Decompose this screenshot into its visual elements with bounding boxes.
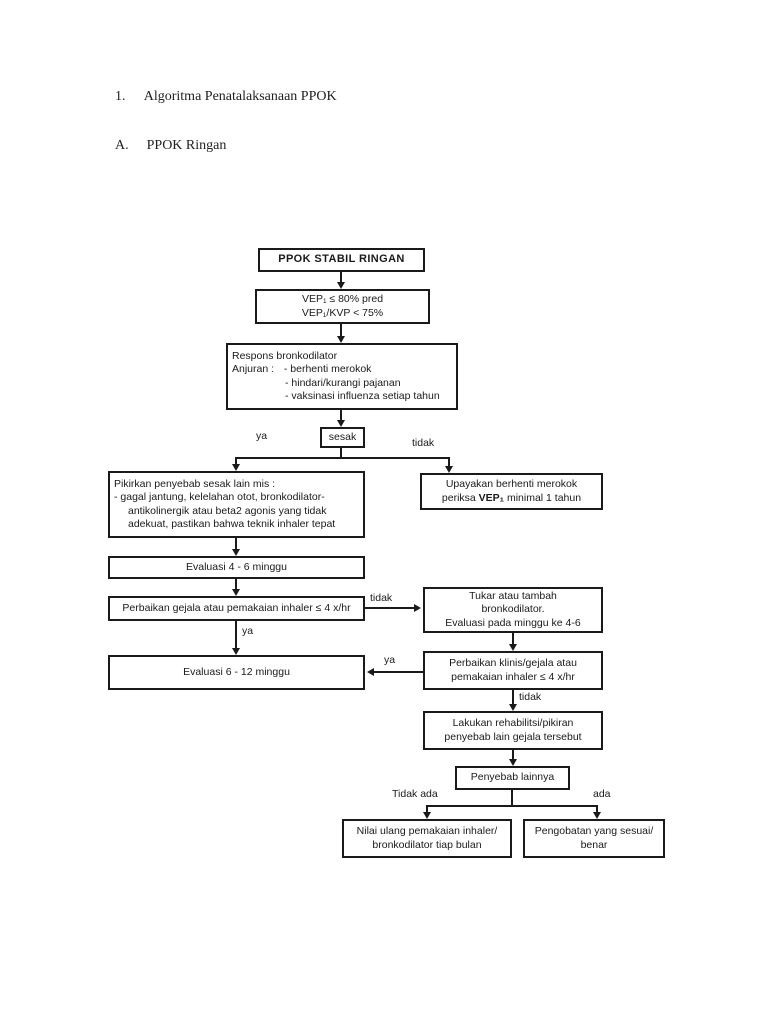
flow-box-text: Respons bronkodilator [232, 350, 338, 363]
flow-box-evaluasi-4-6-minggu: Evaluasi 4 - 6 minggu [108, 556, 365, 579]
flow-box-text: Perbaikan gejala atau pemakaian inhaler … [122, 601, 351, 614]
flow-box-text: benar [580, 838, 608, 851]
flow-box-text: Tukar atau tambah [469, 590, 557, 603]
flow-box-text: Anjuran : - berhenti merokok [232, 363, 371, 376]
flow-box-perbaikan-klinis: Perbaikan klinis/gejala atau pemakaian i… [423, 651, 603, 690]
flow-box-text: antikolinergik atau beta2 agonis yang ti… [128, 504, 327, 517]
flow-box-text: Perbaikan klinis/gejala atau [449, 657, 577, 670]
flow-box-respons-bronkodilator: Respons bronkodilator Anjuran : - berhen… [226, 343, 458, 410]
flow-box-evaluasi-6-12-minggu: Evaluasi 6 - 12 minggu [108, 655, 365, 690]
anjuran-item: - berhenti merokok [283, 363, 372, 376]
connector-line [448, 459, 450, 467]
flow-box-upayakan-berhenti-merokok: Upayakan berhenti merokok periksa VEP₁ m… [420, 473, 603, 510]
flow-box-pikirkan-penyebab: Pikirkan penyebab sesak lain mis : - gag… [108, 471, 365, 538]
arrow-down-icon [232, 648, 240, 655]
flow-box-text: Lakukan rehabilitsi/pikiran [452, 717, 574, 730]
branch-label-ada: ada [593, 788, 611, 800]
flow-box-text: periksa VEP₁ minimal 1 tahun [441, 491, 582, 504]
flow-box-text: Upayakan berhenti merokok [445, 478, 578, 491]
arrow-left-icon [367, 668, 374, 676]
flow-box-text: - gagal jantung, kelelahan otot, bronkod… [114, 491, 325, 504]
connector-line [512, 690, 514, 705]
flow-box-lakukan-rehabilitasi: Lakukan rehabilitsi/pikiran penyebab lai… [423, 711, 603, 750]
flow-box-text: penyebab lain gejala tersebut [444, 730, 582, 743]
flow-box-tukar-tambah-bronkodilator: Tukar atau tambah bronkodilator. Evaluas… [423, 587, 603, 633]
connector-line [340, 272, 342, 283]
anjuran-label: Anjuran : [232, 363, 275, 376]
arrow-down-icon [509, 704, 517, 711]
flow-box-vep-criteria: VEP₁ ≤ 80% pred VEP₁/KVP < 75% [255, 289, 430, 324]
connector-line [365, 607, 415, 609]
flow-box-text: Pikirkan penyebab sesak lain mis : [114, 478, 276, 491]
connector-line [426, 805, 598, 807]
arrow-down-icon [423, 812, 431, 819]
arrow-down-icon [593, 812, 601, 819]
arrow-down-icon [337, 420, 345, 427]
section-number: 1. [115, 89, 126, 104]
connector-line [340, 448, 342, 458]
arrow-down-icon [337, 336, 345, 343]
flow-box-text: Evaluasi 6 - 12 minggu [183, 665, 290, 678]
connector-line [235, 579, 237, 590]
connector-line [340, 410, 342, 421]
flow-box-text: bronkodilator tiap bulan [372, 838, 482, 851]
flow-box-sesak: sesak [320, 427, 365, 448]
section-title: Algoritma Penatalaksanaan PPOK [143, 89, 337, 104]
arrow-down-icon [232, 464, 240, 471]
arrow-down-icon [337, 282, 345, 289]
subsection-heading: A. PPOK Ringan [115, 138, 226, 154]
flow-box-text: PPOK STABIL RINGAN [278, 253, 405, 266]
flow-box-text: Evaluasi 4 - 6 minggu [186, 560, 287, 573]
flow-box-text: VEP₁/KVP < 75% [301, 306, 384, 319]
connector-line [235, 459, 237, 465]
connector-line [235, 538, 237, 550]
flow-box-text: VEP₁ ≤ 80% pred [301, 293, 384, 306]
branch-label-ya-top: ya [256, 430, 268, 442]
branch-label-tidak-ada: Tidak ada [392, 788, 438, 800]
arrow-down-icon [509, 759, 517, 766]
branch-label-ya-left: ya [384, 654, 396, 666]
flow-box-text: Nilai ulang pemakaian inhaler/ [356, 825, 498, 838]
arrow-down-icon [445, 466, 453, 473]
vep-bold: VEP₁ [478, 491, 505, 504]
connector-line [426, 805, 428, 813]
flow-box-nilai-ulang: Nilai ulang pemakaian inhaler/ bronkodil… [342, 819, 512, 858]
arrow-right-icon [414, 604, 421, 612]
flow-box-text: Evaluasi pada minggu ke 4-6 [445, 616, 581, 629]
connector-line [512, 750, 514, 760]
connector-line [512, 633, 514, 645]
flow-box-text: adekuat, pastikan bahwa teknik inhaler t… [128, 517, 336, 530]
flow-box-text: Penyebab lainnya [470, 771, 555, 784]
connector-line [596, 805, 598, 813]
connector-line [235, 621, 237, 649]
branch-label-ya-mid: ya [242, 625, 254, 637]
flow-box-penyebab-lainnya: Penyebab lainnya [455, 766, 570, 790]
flow-box-text: sesak [328, 430, 357, 443]
branch-label-tidak-right: tidak [519, 691, 542, 703]
connector-line [511, 790, 513, 806]
section-heading: 1. Algoritma Penatalaksanaan PPOK [115, 89, 337, 105]
flow-box-text: Pengobatan yang sesuai/ [534, 825, 654, 838]
connector-line [374, 671, 423, 673]
flow-box-perbaikan-gejala: Perbaikan gejala atau pemakaian inhaler … [108, 596, 365, 621]
flow-box-pengobatan-sesuai: Pengobatan yang sesuai/ benar [523, 819, 665, 858]
arrow-down-icon [232, 549, 240, 556]
flow-box-ppok-stabil-ringan: PPOK STABIL RINGAN [258, 248, 425, 272]
subsection-title: PPOK Ringan [146, 138, 227, 153]
flow-box-text: pemakaian inhaler ≤ 4 x/hr [451, 670, 575, 683]
connector-line [235, 457, 450, 459]
flow-box-text: bronkodilator. [481, 603, 545, 616]
arrow-down-icon [232, 589, 240, 596]
anjuran-item: - hindari/kurangi pajanan [285, 376, 401, 389]
subsection-letter: A. [115, 138, 129, 153]
branch-label-tidak-mid: tidak [370, 592, 393, 604]
arrow-down-icon [509, 644, 517, 651]
anjuran-item: - vaksinasi influenza setiap tahun [285, 389, 440, 402]
branch-label-tidak-top: tidak [412, 437, 435, 449]
connector-line [340, 324, 342, 337]
